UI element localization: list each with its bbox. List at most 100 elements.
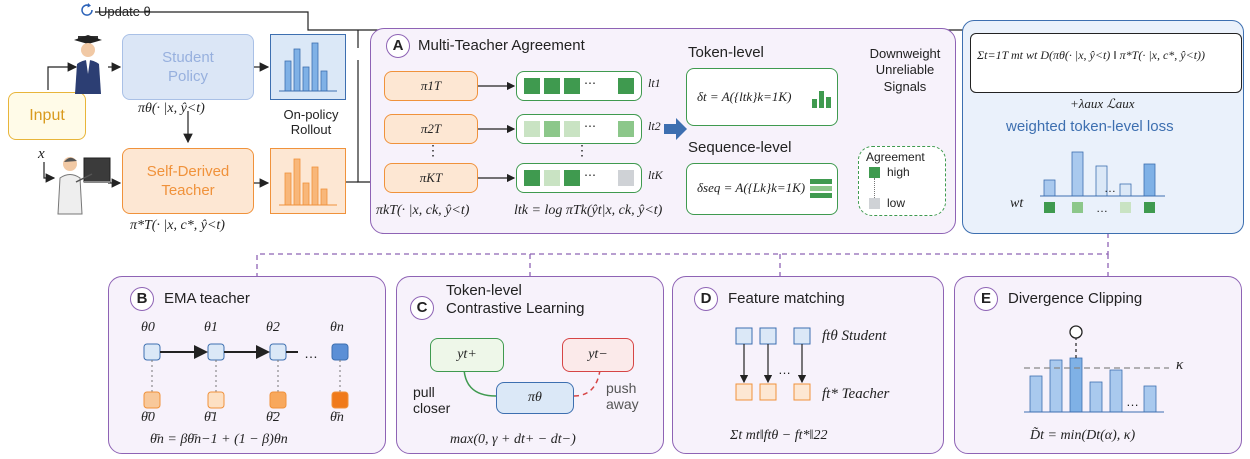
weight-label: wt	[1010, 196, 1024, 211]
cell	[564, 78, 580, 94]
downweight-text: Downweight Unreliable Signals	[869, 46, 941, 94]
svg-text:…: …	[1104, 181, 1116, 195]
x-label: x	[38, 146, 45, 162]
seq-vdots: ⋮	[575, 142, 589, 158]
svg-text:…: …	[1126, 394, 1139, 409]
svg-text:…: …	[778, 362, 791, 377]
panel-b-badge: B	[130, 287, 154, 311]
update-theta-label: Update θ	[98, 4, 151, 19]
teacher-vdots: ⋮	[426, 142, 440, 158]
sequence-level-stack-icon	[810, 179, 832, 198]
feature-matching-formula: Σt mt‖ftθ − ft*‖22	[730, 428, 828, 443]
agreement-legend: Agreement high low	[858, 146, 946, 216]
rollout-label: On-policy Rollout	[283, 107, 339, 137]
feature-matching-diagram: …	[735, 327, 811, 401]
token-level-bars-icon	[812, 91, 831, 108]
y-negative-box: yt−	[562, 338, 634, 372]
token-level-title: Token-level	[688, 44, 764, 61]
student-rollout-chart	[270, 34, 346, 100]
student-feature-label: ftθ Student	[822, 328, 887, 344]
panel-e-divergence-clipping	[954, 276, 1242, 454]
contrastive-formula: max(0, γ + dt+ − dt−)	[450, 432, 576, 447]
sequence-level-box: δseq = A({Lk}k=1K)	[686, 163, 838, 215]
loss-formula-aux: +λaux ℒaux	[1070, 96, 1135, 111]
theta-2: θ2	[266, 320, 280, 335]
self-derived-teacher-box: Self-Derived Teacher	[122, 148, 254, 214]
cell	[544, 78, 560, 94]
svg-text:…: …	[1096, 201, 1108, 215]
seq-box-1: ⋯	[516, 71, 642, 101]
panel-e-badge: E	[974, 287, 998, 311]
svg-text:…: …	[304, 345, 318, 361]
cell	[524, 78, 540, 94]
seq-dots: ⋯	[584, 168, 596, 182]
panel-b-title: EMA teacher	[164, 290, 250, 307]
policy-box: πθ	[496, 382, 574, 414]
cell	[524, 170, 540, 186]
low-label: low	[887, 196, 906, 210]
seq-box-k: ⋯	[516, 163, 642, 193]
teacher-rollout-chart	[270, 148, 346, 214]
cell	[524, 121, 540, 137]
low-swatch	[869, 198, 880, 209]
loss-formula-box: Σt=1T mt wt D(πθ(· |x, ŷ<t) ‖ π*T(· |x, …	[970, 33, 1242, 93]
theta-n: θn	[330, 320, 344, 335]
thetabar-1: θ̄1	[204, 410, 218, 425]
ema-formula: θ̄n = βθ̄n−1 + (1 − β)θn	[150, 432, 288, 447]
agreement-title: Agreement	[866, 150, 925, 164]
panel-e-title: Divergence Clipping	[1008, 290, 1143, 307]
kappa-label: κ	[1176, 357, 1184, 373]
thetabar-2: θ̄2	[266, 410, 280, 425]
input-box: Input	[8, 92, 86, 140]
panel-d-title: Feature matching	[728, 290, 845, 307]
student-formula: πθ(· |x, ŷ<t)	[138, 101, 205, 116]
loss-formula-main: Σt=1T mt wt D(πθ(· |x, ŷ<t) ‖ π*T(· |x, …	[977, 48, 1206, 62]
loss-subtitle: weighted token-level loss	[1006, 118, 1174, 135]
thetabar-n: θ̄n	[330, 410, 344, 425]
panel-a-title: Multi-Teacher Agreement	[418, 37, 585, 54]
theta-0: θ0	[141, 320, 155, 335]
student-avatar-icon	[74, 35, 102, 94]
teacher-to-seq-arrows	[478, 81, 516, 183]
student-policy-label: Student Policy	[162, 48, 214, 86]
sequence-level-title: Sequence-level	[688, 139, 792, 156]
high-label: high	[887, 165, 910, 179]
seq-dots: ⋯	[584, 76, 596, 90]
ema-diagram: …	[143, 343, 349, 409]
seq-label-k: ltK	[648, 168, 663, 182]
panel-a-badge: A	[386, 34, 410, 58]
self-teacher-label: Self-Derived Teacher	[146, 162, 230, 200]
panel-c-title-2: Contrastive Learning	[446, 300, 585, 317]
seq-label-2: lt2	[648, 119, 661, 133]
y-positive-box: yt+	[430, 338, 504, 372]
push-away-label: push away	[606, 380, 639, 413]
panel-c-badge: C	[410, 296, 434, 320]
token-level-formula: δt = A({ltk}k=1K)	[697, 89, 792, 104]
high-swatch	[869, 167, 880, 178]
sequence-level-formula: δseq = A({Lk}k=1K)	[697, 180, 806, 195]
panel-a-logprob-formula: ltk = log πTk(ŷt|x, ck, ŷ<t)	[514, 203, 663, 218]
panel-d-feature-matching	[672, 276, 944, 454]
seq-label-1: lt1	[648, 76, 661, 90]
theta-1: θ1	[204, 320, 218, 335]
clipping-formula: D̃t = min(Dt(α), κ)	[1030, 428, 1136, 443]
token-level-box: δt = A({ltk}k=1K)	[686, 68, 838, 126]
teacher-box-1: π1T	[384, 71, 478, 101]
teacher-avatar-icon	[57, 157, 111, 215]
legend-gradient-line	[874, 178, 875, 198]
seq-box-2: ⋯	[516, 114, 642, 144]
cell	[564, 121, 580, 137]
refresh-icon	[81, 3, 93, 16]
teacher-feature-label: ft* Teacher	[822, 386, 890, 402]
cell	[618, 78, 634, 94]
panel-a-teacher-formula: πkT(· |x, ck, ŷ<t)	[376, 203, 470, 218]
seq-dots: ⋯	[584, 119, 596, 133]
teacher-box-2: π2T	[384, 114, 478, 144]
panel-c-title-1: Token-level	[446, 282, 522, 299]
student-policy-box: Student Policy	[122, 34, 254, 100]
cell	[544, 170, 560, 186]
teacher-box-k: πKT	[384, 163, 478, 193]
big-arrow-icon	[664, 118, 687, 140]
clipping-chart: …	[1024, 325, 1169, 413]
cell	[544, 121, 560, 137]
